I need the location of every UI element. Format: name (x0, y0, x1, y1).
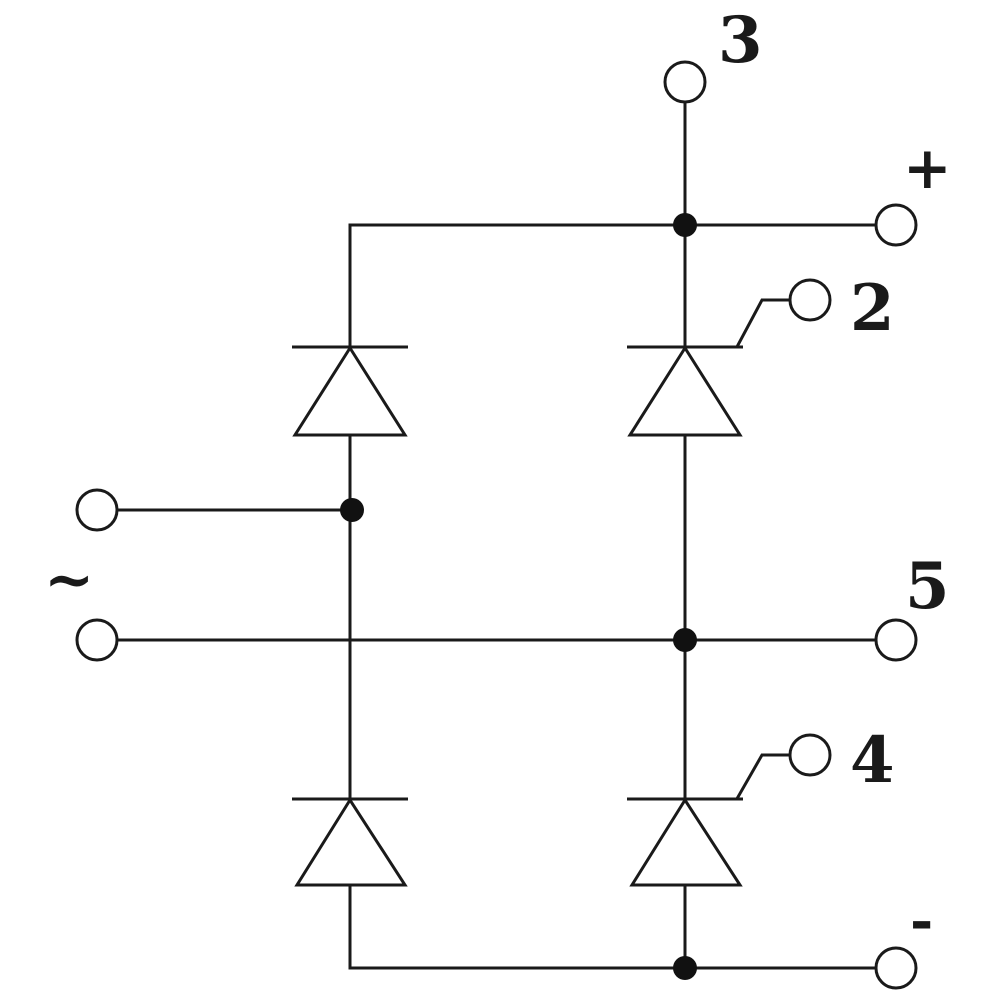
terminal-ac-1 (75, 488, 119, 532)
junction-top (673, 213, 697, 237)
junction-bottom (673, 956, 697, 980)
label-ac: ~ (44, 545, 94, 615)
label-terminal-3: 3 (718, 3, 763, 78)
terminal-5 (874, 618, 918, 662)
terminal-2 (788, 278, 832, 322)
thyristor-lower-right (627, 797, 743, 887)
label-plus: + (903, 134, 952, 202)
gate-2-lead (735, 298, 792, 348)
terminal-3 (663, 60, 707, 104)
terminal-minus (874, 946, 918, 990)
diode-upper-left (292, 345, 408, 437)
thyristor-upper-right (627, 345, 743, 437)
label-terminal-5: 5 (905, 549, 950, 624)
terminal-ac-2 (75, 618, 119, 662)
label-minus: - (910, 888, 933, 954)
diode-lower-left (292, 797, 408, 887)
junction-right-mid (673, 628, 697, 652)
label-terminal-4: 4 (850, 723, 895, 798)
terminal-plus (874, 203, 918, 247)
label-terminal-2: 2 (850, 271, 895, 346)
gate-4-lead (735, 753, 792, 800)
terminal-4 (788, 733, 832, 777)
junction-left-ac (340, 498, 364, 522)
